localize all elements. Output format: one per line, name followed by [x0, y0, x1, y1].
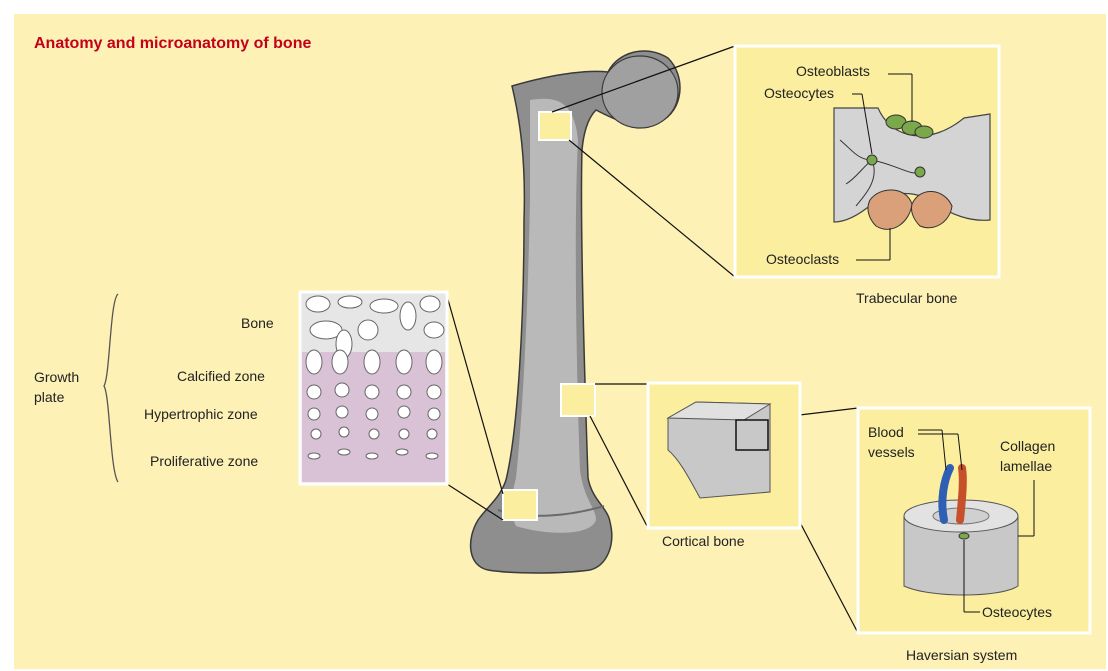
growth-plate-region-marker: [503, 490, 537, 520]
label-growth-plate-line1: Growth: [34, 369, 79, 385]
diagram-title: Anatomy and microanatomy of bone: [34, 35, 311, 52]
label-bone: Bone: [241, 315, 274, 331]
osteocyte-cell: [867, 155, 877, 165]
label-osteoclasts: Osteoclasts: [766, 251, 839, 267]
cortical-inset: [648, 383, 800, 528]
osteocyte-cell: [915, 167, 925, 177]
label-blood-vessels-line1: Blood: [868, 424, 904, 440]
trabecular-inset: Osteoblasts Osteocytes Osteoclasts: [735, 46, 999, 277]
label-calcified-zone: Calcified zone: [177, 368, 265, 384]
label-osteoblasts: Osteoblasts: [796, 63, 870, 79]
femur-head: [602, 56, 678, 128]
label-blood-vessels-line2: vessels: [868, 444, 915, 460]
label-collagen-lamellae-line1: Collagen: [1000, 438, 1055, 454]
osteoblast-cell: [915, 126, 933, 138]
trabecular-region-marker: [539, 112, 571, 140]
label-proliferative-zone: Proliferative zone: [150, 453, 258, 469]
label-osteocytes-haversian: Osteocytes: [982, 604, 1052, 620]
growth-plate-inset: [300, 292, 447, 484]
label-collagen-lamellae-line2: lamellae: [1000, 458, 1052, 474]
label-hypertrophic-zone: Hypertrophic zone: [144, 406, 258, 422]
growth-plate-bracket: [104, 294, 118, 482]
label-cortical-bone: Cortical bone: [662, 533, 745, 549]
label-growth-plate-line2: plate: [34, 389, 65, 405]
label-trabecular-bone: Trabecular bone: [856, 290, 958, 306]
cortical-region-marker: [561, 384, 595, 416]
label-osteocytes-trabecular: Osteocytes: [764, 85, 834, 101]
label-haversian-system: Haversian system: [906, 647, 1017, 663]
